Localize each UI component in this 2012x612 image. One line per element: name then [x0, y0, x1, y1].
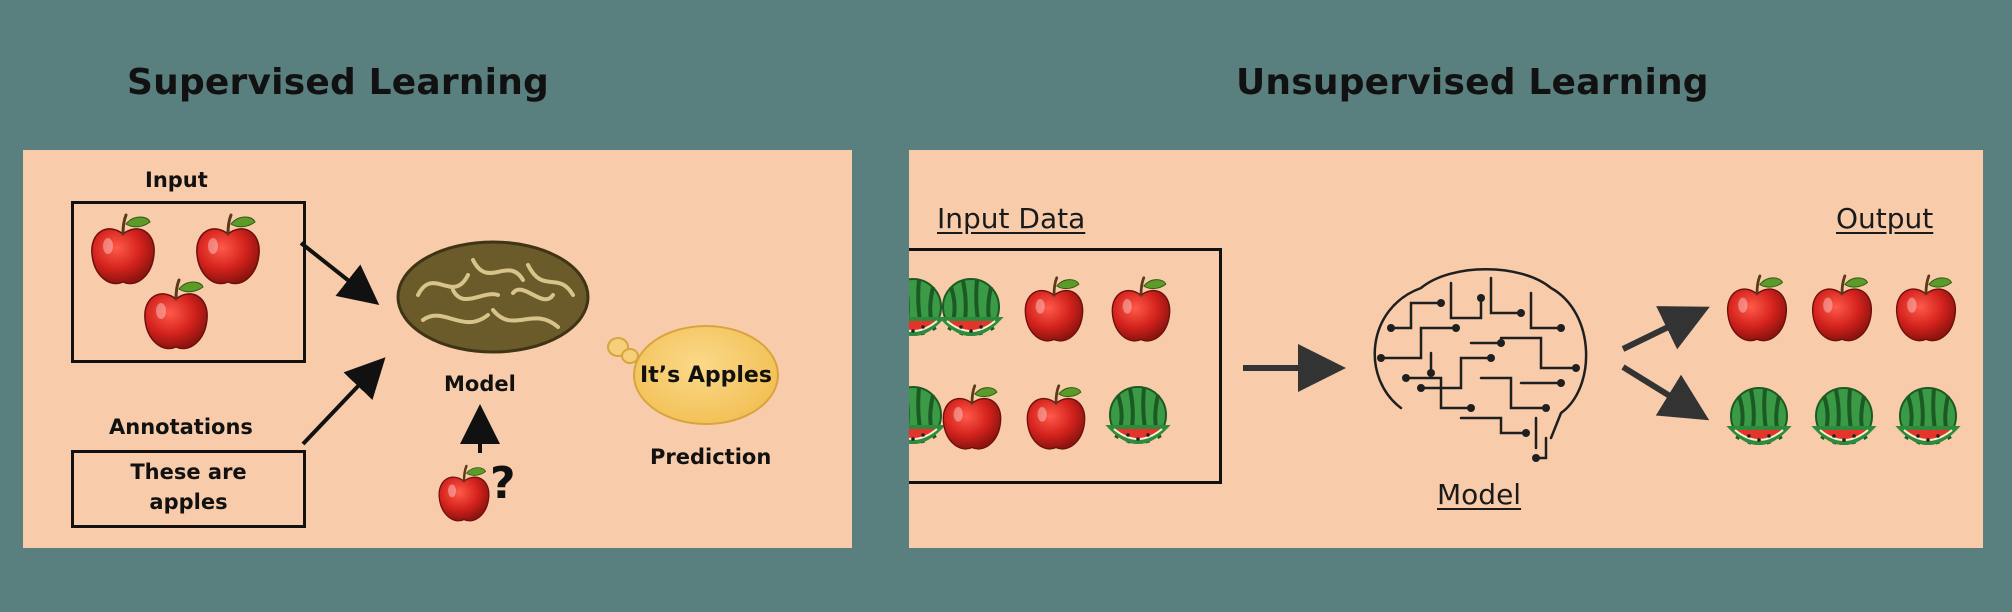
question-mark: ?: [490, 458, 516, 509]
supervised-arrows: [299, 241, 500, 453]
unsupervised-learning-title: Unsupervised Learning: [1236, 62, 1709, 103]
bubble-text: It’s Apples: [640, 362, 772, 388]
unsupervised-model-label: Model: [1437, 478, 1522, 511]
arrow-icon: [301, 357, 386, 446]
arrow-icon: [1621, 306, 1710, 352]
annotations-label: Annotations: [109, 415, 253, 439]
input-data-label: Input Data: [937, 202, 1086, 235]
annotations-box: [71, 450, 306, 528]
unsupervised-panel: Input Data: [909, 150, 1983, 548]
input-box: [71, 201, 306, 363]
output-label: Output: [1836, 202, 1934, 235]
input-data-box: [909, 248, 1222, 484]
supervised-panel: Input Annotations These are apples Model…: [23, 150, 852, 548]
model-label: Model: [444, 372, 516, 396]
arrow-icon: [1621, 364, 1710, 421]
brain-icon: [393, 235, 593, 364]
circuit-brain-icon: [1361, 258, 1599, 478]
annotation-text-line1: These are: [130, 460, 247, 484]
annotation-text-line2: apples: [149, 490, 228, 514]
supervised-learning-title: Supervised Learning: [127, 62, 550, 103]
thought-bubble-icon: It’s Apples: [633, 325, 779, 425]
input-label: Input: [145, 168, 208, 192]
unsupervised-arrows: [1243, 306, 1710, 421]
prediction-label: Prediction: [650, 445, 772, 469]
arrow-icon: [299, 241, 380, 305]
